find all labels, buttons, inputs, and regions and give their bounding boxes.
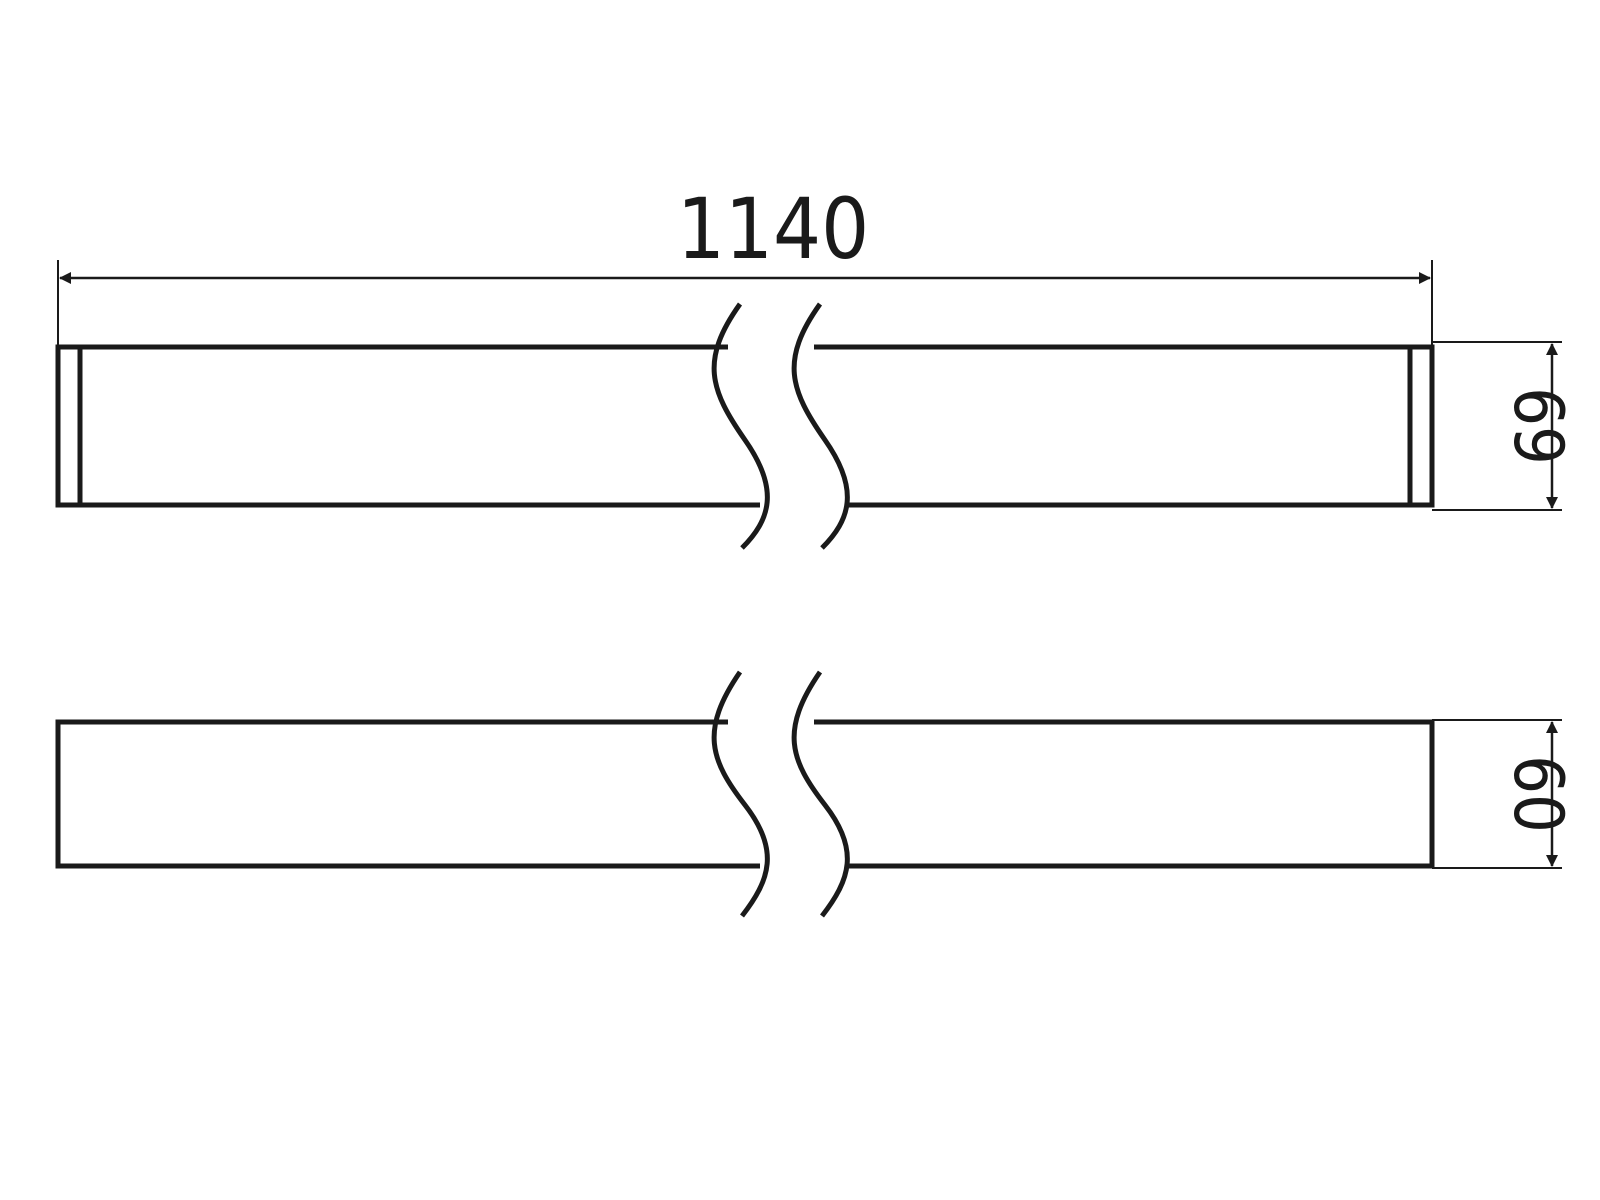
length-label: 1140 — [677, 180, 869, 278]
side-view-body-left — [55, 344, 760, 508]
side-view — [55, 302, 1435, 550]
front-height-label: 60 — [1498, 755, 1577, 833]
side-view-break-mark-left — [711, 302, 770, 550]
front-view-body-right — [814, 719, 1435, 869]
front-height-dimension: 60 — [1432, 719, 1577, 869]
front-view-body-left — [55, 719, 760, 869]
side-view-break-mark-right — [791, 302, 850, 550]
side-height-dimension: 69 — [1432, 341, 1577, 511]
front-view — [55, 670, 1435, 918]
length-dimension: 1140 — [57, 180, 1433, 498]
front-view-break-mark-right — [791, 670, 850, 918]
side-height-label: 69 — [1498, 387, 1577, 465]
front-view-break-mark-left — [711, 670, 770, 918]
side-view-body-right — [814, 344, 1435, 508]
